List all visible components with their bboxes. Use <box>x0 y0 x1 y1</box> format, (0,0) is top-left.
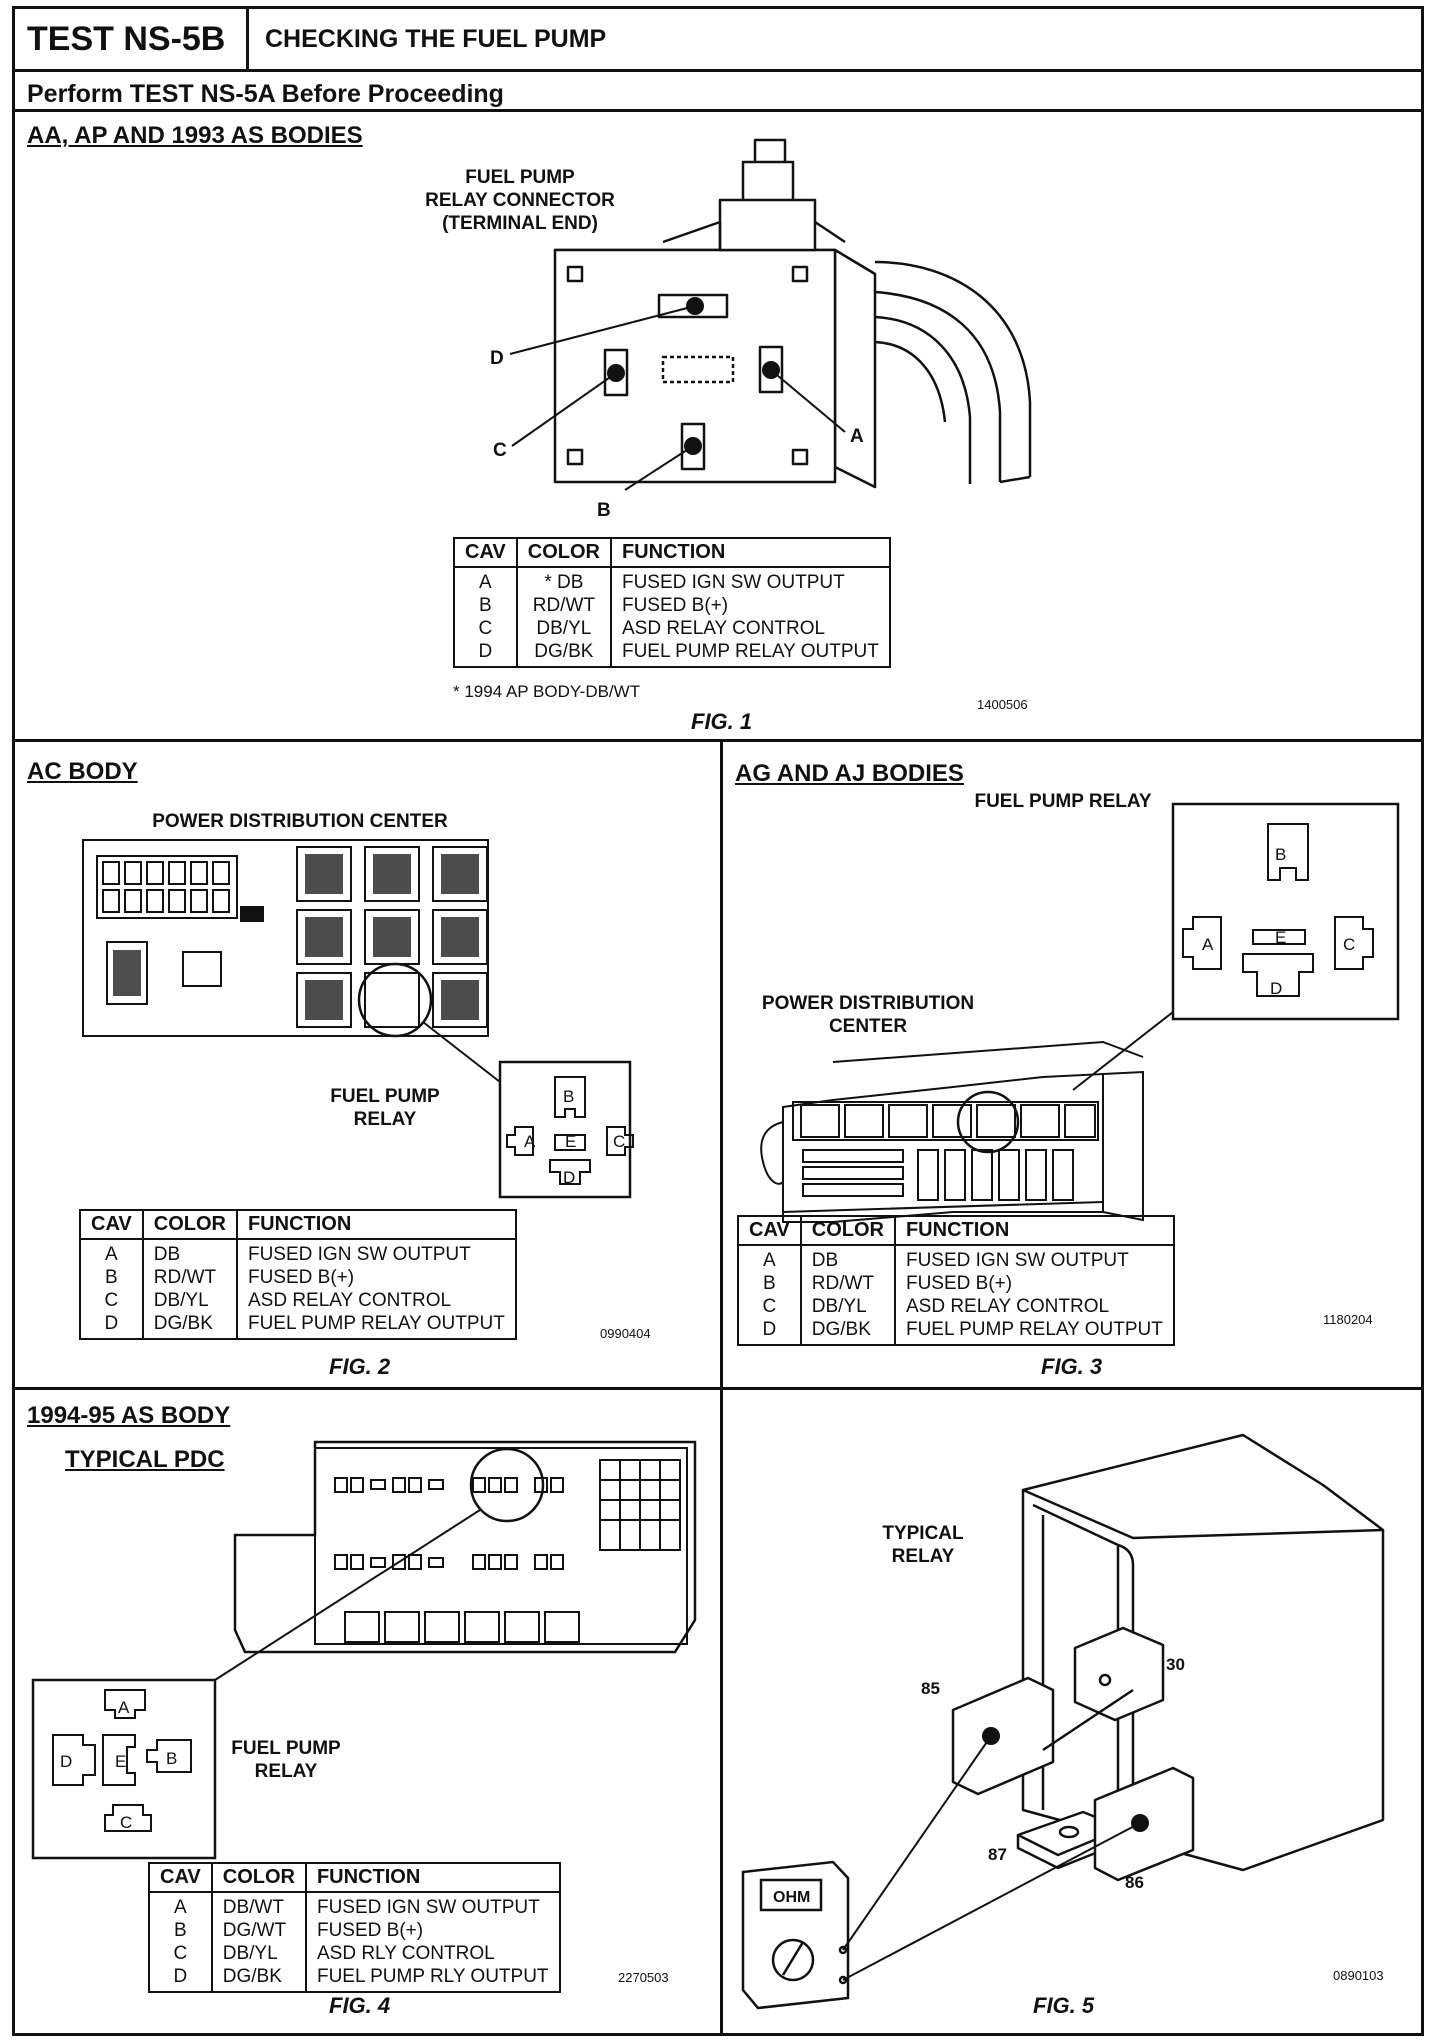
fig5-caption: FIG. 5 <box>1033 1993 1095 2018</box>
fig4-code: 2270503 <box>618 1970 669 1985</box>
fig1-caption: FIG. 1 <box>691 709 753 734</box>
fig1-pin-b: B <box>597 500 611 521</box>
ohmmeter-label: OHM <box>773 1889 810 1906</box>
fig5-terminal-30: 30 <box>1166 1655 1185 1674</box>
fig3-pin-a: A <box>1202 935 1214 954</box>
fig4-pin-a: A <box>118 1698 130 1717</box>
fig3-relay-label: FUEL PUMP RELAY <box>974 791 1152 812</box>
fig2-pin-b: B <box>563 1087 574 1106</box>
fig2-pin-e: E <box>565 1132 576 1151</box>
test-id: TEST NS-5B <box>15 9 249 69</box>
fig4-title: 1994-95 AS BODY <box>27 1402 231 1429</box>
fig4-pin-c: C <box>120 1813 132 1832</box>
fig5-terminal-85: 85 <box>921 1679 940 1698</box>
fig5-code: 0890103 <box>1333 1968 1384 1983</box>
fig1-title: AA, AP AND 1993 AS BODIES <box>27 122 363 149</box>
fig3-pin-d: D <box>1270 979 1282 998</box>
fig1-connector-label: FUEL PUMP RELAY CONNECTOR (TERMINAL END) <box>425 167 615 234</box>
service-manual-page: TEST NS-5B CHECKING THE FUEL PUMP Perfor… <box>12 6 1424 2036</box>
fig4-pin-b: B <box>166 1749 177 1768</box>
fig1-footnote: * 1994 AP BODY-DB/WT <box>453 682 641 701</box>
fig5-terminal-86: 86 <box>1125 1873 1144 1892</box>
fig5-relay-drawing: OHM 30 85 87 86 <box>741 1433 1385 2010</box>
fig2-pin-c: C <box>613 1132 625 1151</box>
fig4-caption: FIG. 4 <box>329 1993 391 2018</box>
test-title: CHECKING THE FUEL PUMP <box>265 25 607 53</box>
fig1-connector-drawing: D C A B <box>490 138 1032 521</box>
fig3-pin-e: E <box>1275 928 1286 947</box>
fig2-caption: FIG. 2 <box>329 1354 391 1379</box>
fig3-caption: FIG. 3 <box>1041 1354 1103 1379</box>
fig1-code: 1400506 <box>977 697 1028 712</box>
fig2-panel: AC BODY POWER DISTRIBUTION CENTER FUEL P… <box>15 742 723 1390</box>
fig2-title: AC BODY <box>27 758 138 785</box>
fig4-pdc-drawing: A B C D E <box>31 1440 697 1860</box>
fig4-pin-d: D <box>60 1752 72 1771</box>
fig3-pin-c: C <box>1343 935 1355 954</box>
fig3-code: 1180204 <box>1323 1312 1373 1327</box>
fig5-terminal-87: 87 <box>988 1845 1007 1864</box>
fig1-pin-d: D <box>490 348 504 369</box>
fig3-title: AG AND AJ BODIES <box>735 760 964 787</box>
prerequisite-text: Perform TEST NS-5A Before Proceeding <box>27 80 504 108</box>
fig1-pin-a: A <box>850 426 864 447</box>
fig2-pdc-drawing: A B C D E <box>82 839 634 1199</box>
prerequisite-bar: Perform TEST NS-5A Before Proceeding <box>15 72 1421 112</box>
fig3-pin-b: B <box>1275 845 1286 864</box>
fig2-pdc-label: POWER DISTRIBUTION CENTER <box>152 811 448 832</box>
fig2-pin-d: D <box>563 1168 575 1187</box>
fig1-panel: AA, AP AND 1993 AS BODIES FUEL PUMP RELA… <box>15 112 1421 742</box>
fig4-subtitle: TYPICAL PDC <box>65 1446 225 1473</box>
fig1-pin-c: C <box>493 440 507 461</box>
fig2-pin-a: A <box>524 1132 536 1151</box>
fig2-code: 0990404 <box>600 1326 651 1341</box>
test-header: TEST NS-5B CHECKING THE FUEL PUMP <box>15 9 1421 72</box>
fig4-pin-e: E <box>115 1752 126 1771</box>
fig3-panel: AG AND AJ BODIES FUEL PUMP RELAY POWER D… <box>723 742 1421 1390</box>
